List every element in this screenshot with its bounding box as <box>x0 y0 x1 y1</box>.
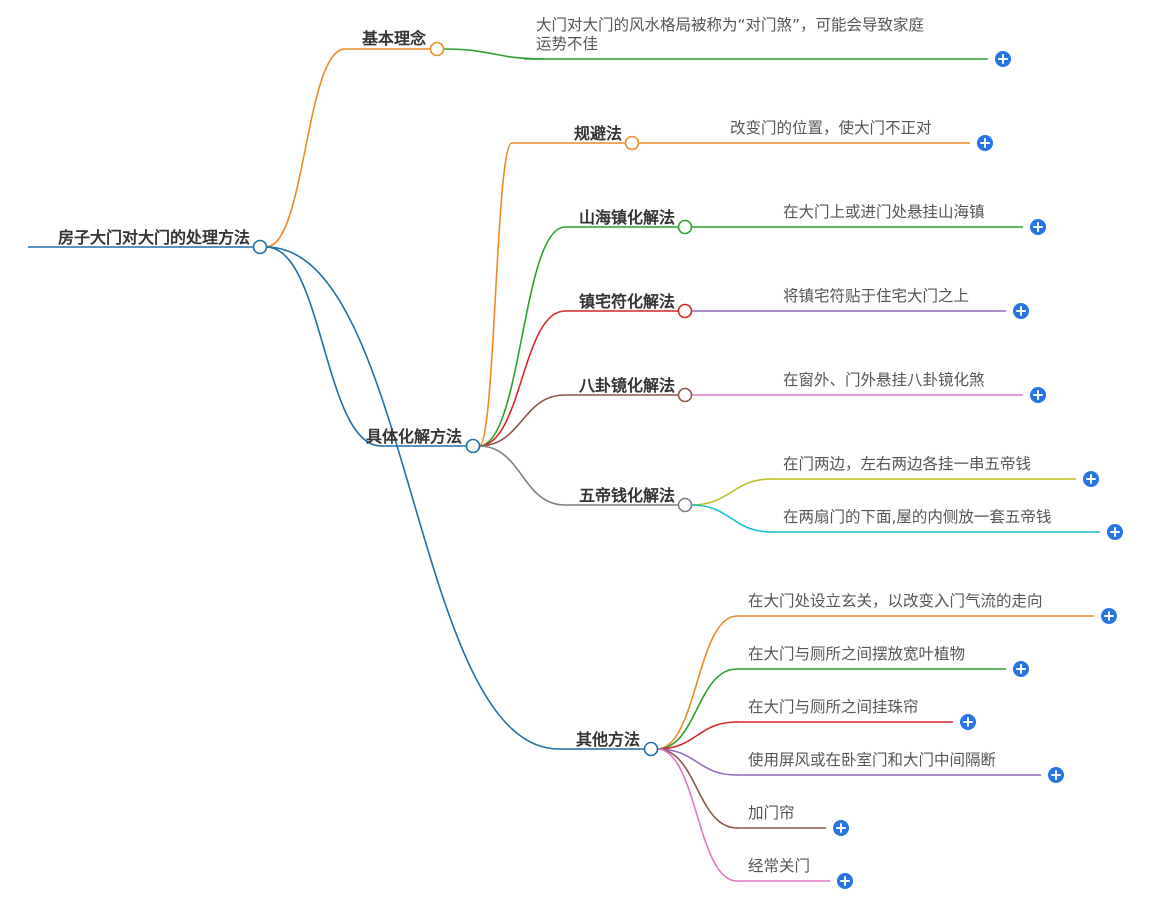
leaf-sub-3-text: 在窗外、门外悬挂八卦镜化煞 <box>783 370 985 389</box>
leaf-other-4-expand-plus-icon[interactable] <box>833 820 849 836</box>
leaf-sub-2-text: 将镇宅符贴于住宅大门之上 <box>783 287 969 305</box>
leaf-sub-1-expand-plus-icon[interactable] <box>1030 219 1046 235</box>
root-collapse-toggle[interactable] <box>252 239 268 255</box>
sub-toggle-1[interactable] <box>677 219 693 235</box>
connector-sub-4 <box>478 445 566 506</box>
leaf-other-3-text: 使用屏风或在卧室门和大门中间隔断 <box>748 751 996 769</box>
leaf-wudi-0-text: 在门两边，左右两边各挂一串五帝钱 <box>783 455 1031 473</box>
connector-other-2 <box>656 721 738 750</box>
connector-concept <box>265 48 346 248</box>
sub-branch-0: 规避法 <box>574 124 622 143</box>
connector-sub-0 <box>478 142 513 447</box>
connector-wudi-0 <box>690 478 773 506</box>
branch-others: 其他方法 <box>576 730 640 749</box>
branch-concept: 基本理念 <box>361 29 427 48</box>
leaf-wudi-0-expand-plus-icon[interactable] <box>1083 471 1099 487</box>
branch-toggle-methods[interactable] <box>465 438 481 454</box>
sub-branch-1: 山海镇化解法 <box>579 208 675 227</box>
root-topic: 房子大门对大门的处理方法 <box>58 228 250 247</box>
connector-sub-3 <box>478 394 566 447</box>
leaf-other-3-expand-plus-icon[interactable] <box>1048 767 1064 783</box>
connector-other-4 <box>656 748 738 829</box>
connector-sub-1 <box>478 226 566 447</box>
leaf-sub-3-expand-plus-icon[interactable] <box>1030 387 1046 403</box>
connector-other-0 <box>656 615 738 750</box>
leaf-sub-0-expand-plus-icon[interactable] <box>977 135 993 151</box>
connector-others <box>265 246 560 750</box>
connector-concept-leaf <box>442 48 546 60</box>
leaf-wudi-1-expand-plus-icon[interactable] <box>1107 524 1123 540</box>
leaf-concept-expand-plus-icon[interactable] <box>995 51 1011 67</box>
leaf-concept-text: 运势不佳 <box>536 35 598 53</box>
sub-toggle-0[interactable] <box>624 135 640 151</box>
leaf-other-0-text: 在大门处设立玄关，以改变入门气流的走向 <box>748 592 1043 610</box>
branch-methods: 具体化解方法 <box>366 427 462 446</box>
leaf-other-5-expand-plus-icon[interactable] <box>837 873 853 889</box>
branch-toggle-others[interactable] <box>643 741 659 757</box>
leaf-other-5-text: 经常关门 <box>748 857 810 875</box>
leaf-sub-2-expand-plus-icon[interactable] <box>1013 303 1029 319</box>
sub-branch-3: 八卦镜化解法 <box>578 376 675 395</box>
leaf-other-4-text: 加门帘 <box>748 804 795 822</box>
connector-other-1 <box>656 668 738 750</box>
sub-branch-4: 五帝钱化解法 <box>579 486 675 505</box>
leaf-concept-text: 大门对大门的风水格局被称为“对门煞”，可能会导致家庭 <box>536 16 924 34</box>
sub-toggle-2[interactable] <box>677 303 693 319</box>
connector-methods <box>265 246 382 447</box>
sub-toggle-3[interactable] <box>677 387 693 403</box>
leaf-sub-1-text: 在大门上或进门处悬挂山海镇 <box>783 203 985 221</box>
sub-toggle-4[interactable] <box>677 497 693 513</box>
leaf-other-1-text: 在大门与厕所之间摆放宽叶植物 <box>748 645 965 663</box>
sub-branch-2: 镇宅符化解法 <box>579 292 675 311</box>
leaf-other-0-expand-plus-icon[interactable] <box>1101 608 1117 624</box>
connector-other-5 <box>656 748 738 882</box>
leaf-other-1-expand-plus-icon[interactable] <box>1013 661 1029 677</box>
leaf-wudi-1-text: 在两扇门的下面,屋的内侧放一套五帝钱 <box>783 508 1051 526</box>
connector-other-3 <box>656 748 738 776</box>
branch-toggle-concept[interactable] <box>429 41 445 57</box>
connector-wudi-1 <box>690 504 773 533</box>
leaf-other-2-text: 在大门与厕所之间挂珠帘 <box>748 698 919 716</box>
leaf-sub-0-text: 改变门的位置，使大门不正对 <box>730 119 932 137</box>
connector-sub-2 <box>478 310 566 447</box>
connector-layer <box>28 48 1100 882</box>
leaf-other-2-expand-plus-icon[interactable] <box>960 714 976 730</box>
